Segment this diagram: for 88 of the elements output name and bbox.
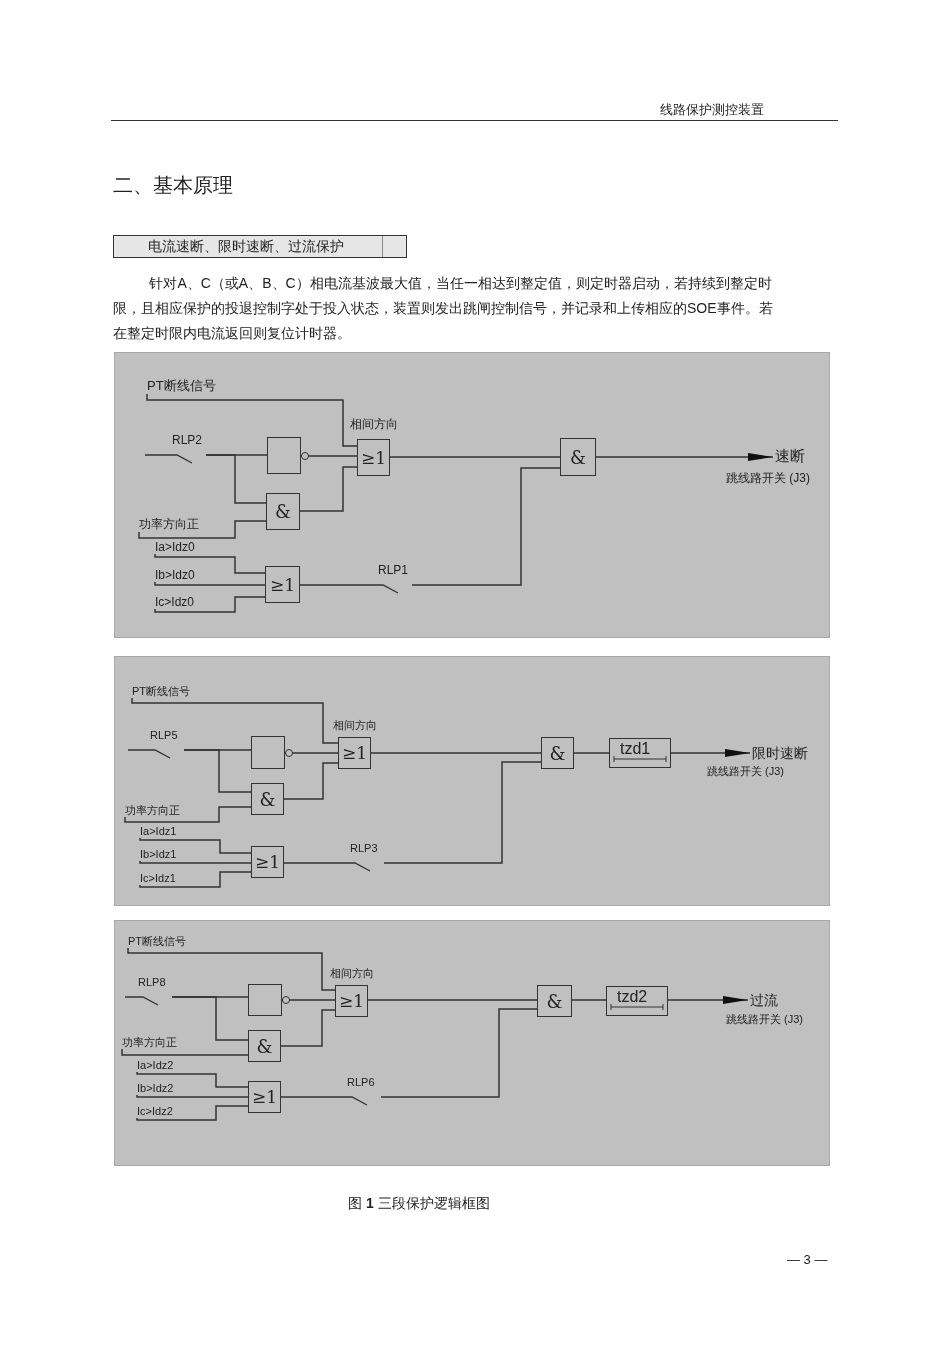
or-gate: ≥1: [338, 737, 371, 769]
signal-label: PT断线信号: [147, 378, 216, 394]
and-gate: &: [560, 438, 596, 476]
signal-label: 功率方向正: [125, 804, 180, 817]
inverter-gate: [267, 437, 301, 474]
signal-line: [380, 1008, 538, 1098]
caption-text: 跳线路开关 (J3): [726, 470, 810, 487]
signal-line: [154, 553, 266, 574]
figure-caption: 图 1 三段保护逻辑框图: [348, 1195, 490, 1213]
caption-text: 跳线路开关 (J3): [707, 764, 784, 779]
signal-line: [411, 467, 561, 586]
signal-line: [571, 999, 607, 1001]
signal-line: [370, 752, 542, 754]
signal-line: [171, 996, 249, 1041]
arrow: [670, 749, 751, 757]
or-gate: ≥1: [335, 985, 368, 1017]
signal-line: [136, 1094, 249, 1098]
output-label: 过流: [750, 991, 778, 1009]
and-gate: &: [537, 985, 572, 1017]
timer-box: tzd2: [606, 986, 668, 1016]
inverter-gate: [248, 984, 282, 1016]
signal-line: [139, 871, 252, 888]
signal-line: [205, 454, 267, 504]
signal-label: Ia>Idz1: [140, 825, 177, 838]
body-paragraph: 针对A、C（或A、B、C）相电流基波最大值，当任一相达到整定值，则定时器启动，若持续到整定时限，且相应保护的投退控制字处于投入状态，装置则发出跳闸控制信号，并记录和上传相应的SOE事件。若在整定时限内电流返回则复位计时器。: [113, 274, 774, 343]
or-gate: ≥1: [357, 439, 390, 476]
signal-line: [154, 596, 266, 613]
signal-line: [127, 947, 336, 991]
signal-line: [124, 806, 252, 823]
inverted-signal-line: [281, 996, 336, 1004]
signal-line: [299, 466, 358, 512]
signal-label: PT断线信号: [128, 935, 187, 948]
and-gate: &: [266, 493, 300, 530]
signal-line: [139, 860, 252, 864]
signal-label: Ic>Idz1: [140, 872, 176, 885]
page-number: — 3 —: [787, 1252, 828, 1267]
signal-line: [136, 1105, 249, 1121]
or-gate: ≥1: [248, 1081, 281, 1113]
signal-line: [367, 999, 538, 1001]
signal-label: Ib>Idz2: [137, 1082, 174, 1095]
signal-line: [127, 749, 151, 751]
signal-label: Ia>Idz2: [137, 1059, 174, 1072]
signal-line: [183, 749, 252, 793]
signal-line: [283, 862, 351, 864]
signal-line: [383, 761, 542, 864]
signal-line: [573, 752, 610, 754]
signal-label: Ia>Idz0: [155, 541, 195, 554]
signal-label: Ic>Idz0: [155, 596, 195, 609]
inverted-signal-line: [300, 452, 358, 460]
signal-line: [136, 1071, 249, 1088]
signal-line: [280, 1096, 348, 1098]
subsection-heading: 电流速断、限时速断、过流保护: [113, 235, 407, 258]
output-label: 速断: [775, 447, 805, 465]
and-gate: &: [251, 783, 284, 815]
signal-label: Ic>Idz2: [137, 1105, 173, 1118]
signal-line: [280, 1009, 336, 1047]
signal-label: 功率方向正: [122, 1036, 177, 1049]
caption-text: 跳线路开关 (J3): [726, 1012, 803, 1027]
signal-line: [146, 393, 358, 447]
signal-label: 功率方向正: [139, 516, 199, 532]
inverter-gate: [251, 736, 285, 769]
signal-line: [121, 1048, 249, 1056]
signal-line: [299, 584, 379, 586]
caption-text: 相间方向: [330, 966, 374, 981]
signal-line: [124, 996, 139, 998]
signal-label: Ib>Idz1: [140, 848, 177, 861]
arrow: [667, 996, 749, 1004]
signal-line: [138, 520, 267, 539]
signal-line: [144, 454, 173, 456]
caption-text: 相间方向: [333, 718, 377, 733]
arrow: [595, 453, 774, 461]
signal-label: PT断线信号: [132, 684, 191, 698]
signal-line: [283, 762, 339, 800]
or-gate: ≥1: [251, 846, 284, 878]
signal-line: [131, 697, 339, 744]
signal-line: [139, 837, 252, 854]
and-gate: &: [541, 737, 574, 769]
signal-line: [154, 581, 266, 586]
or-gate: ≥1: [265, 566, 300, 603]
timer-box: tzd1: [609, 738, 671, 768]
and-gate: &: [248, 1030, 281, 1062]
inverted-signal-line: [284, 749, 339, 757]
section-title: 二、基本原理: [113, 172, 233, 199]
output-label: 限时速断: [752, 744, 808, 762]
signal-label: Ib>Idz0: [155, 569, 195, 582]
signal-line: [389, 456, 561, 458]
caption-text: 相间方向: [350, 416, 398, 433]
header-text: 线路保护测控装置: [660, 101, 764, 119]
